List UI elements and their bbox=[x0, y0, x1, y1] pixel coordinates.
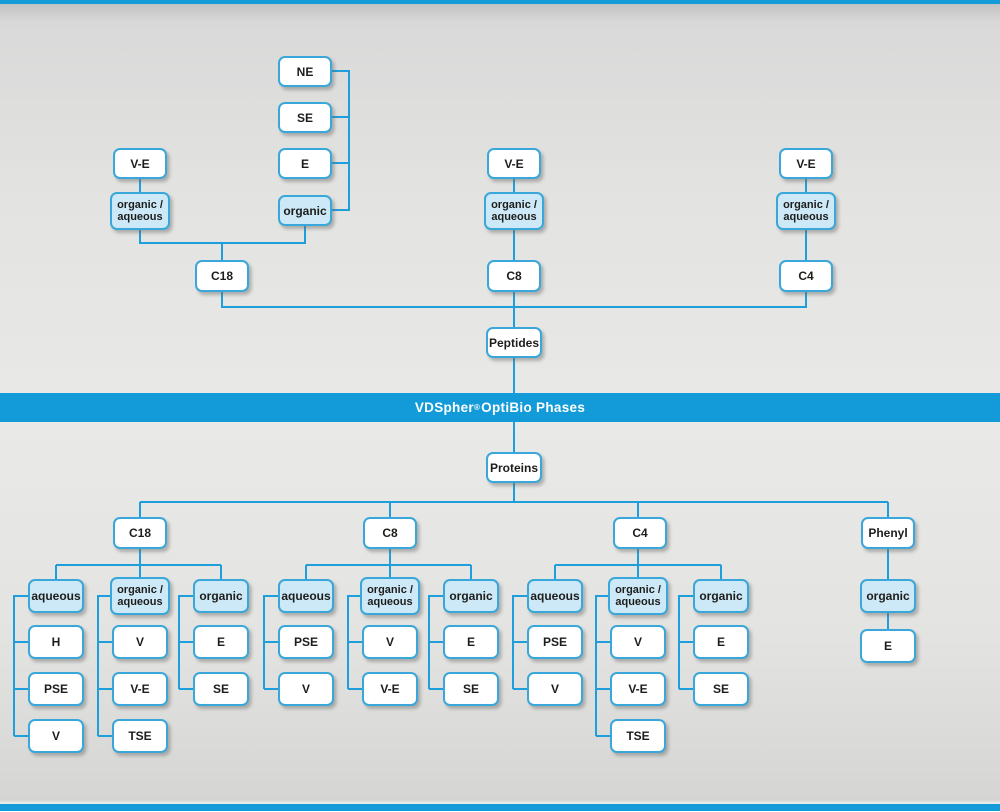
node-c18-orgaq-v: V bbox=[112, 625, 168, 659]
node-peptides-c4-ve: V-E bbox=[779, 148, 833, 179]
node-peptides-c18-organic: organic bbox=[278, 195, 332, 226]
node-peptides-c4: C4 bbox=[779, 260, 833, 292]
banner-suffix: OptiBio Phases bbox=[481, 400, 586, 415]
node-c8-organic-e: E bbox=[443, 625, 499, 659]
node-c8-orgaq-v: V bbox=[362, 625, 418, 659]
node-c18-aqueous-pse: PSE bbox=[28, 672, 84, 706]
node-peptides-root: Peptides bbox=[486, 327, 542, 358]
node-peptides-c8-organic-aqueous: organic / aqueous bbox=[484, 192, 544, 230]
node-c8-aqueous-pse: PSE bbox=[278, 625, 334, 659]
node-c4-orgaq-ve: V-E bbox=[610, 672, 666, 706]
node-c18-orgaq-ve: V-E bbox=[112, 672, 168, 706]
node-c4-aqueous-v: V bbox=[527, 672, 583, 706]
node-phenyl-organic-e: E bbox=[860, 629, 916, 663]
banner-title: VDSpher® OptiBio Phases bbox=[0, 393, 1000, 422]
node-c4-aqueous-pse: PSE bbox=[527, 625, 583, 659]
node-peptides-c8: C8 bbox=[487, 260, 541, 292]
node-peptides-c18-ne: NE bbox=[278, 56, 332, 87]
node-c18-aqueous-v: V bbox=[28, 719, 84, 753]
node-c4-organic-e: E bbox=[693, 625, 749, 659]
node-phenyl-organic: organic bbox=[860, 579, 916, 613]
node-c4-organic: organic bbox=[693, 579, 749, 613]
node-c18-organic-se: SE bbox=[193, 672, 249, 706]
node-proteins-c8: C8 bbox=[363, 517, 417, 549]
node-peptides-c18-ve: V-E bbox=[113, 148, 167, 179]
node-c8-organic: organic bbox=[443, 579, 499, 613]
node-peptides-c18: C18 bbox=[195, 260, 249, 292]
connector-lines-proteins bbox=[13, 421, 889, 737]
node-c8-aqueous: aqueous bbox=[278, 579, 334, 613]
node-proteins-phenyl: Phenyl bbox=[861, 517, 915, 549]
node-c18-organic-e: E bbox=[193, 625, 249, 659]
top-accent-strip bbox=[0, 0, 1000, 4]
node-c18-organic-aqueous: organic / aqueous bbox=[110, 577, 170, 615]
node-proteins-root: Proteins bbox=[486, 452, 542, 483]
node-c18-orgaq-tse: TSE bbox=[112, 719, 168, 753]
node-c18-organic: organic bbox=[193, 579, 249, 613]
node-c8-aqueous-v: V bbox=[278, 672, 334, 706]
node-c4-orgaq-v: V bbox=[610, 625, 666, 659]
node-c8-orgaq-ve: V-E bbox=[362, 672, 418, 706]
node-c4-aqueous: aqueous bbox=[527, 579, 583, 613]
node-peptides-c18-organic-aqueous: organic / aqueous bbox=[110, 192, 170, 230]
node-peptides-c8-ve: V-E bbox=[487, 148, 541, 179]
node-c4-orgaq-tse: TSE bbox=[610, 719, 666, 753]
bottom-accent-strip bbox=[0, 804, 1000, 811]
node-peptides-c18-e: E bbox=[278, 148, 332, 179]
node-peptides-c4-organic-aqueous: organic / aqueous bbox=[776, 192, 836, 230]
node-c18-aqueous: aqueous bbox=[28, 579, 84, 613]
node-proteins-c18: C18 bbox=[113, 517, 167, 549]
connector-lines-peptides bbox=[139, 70, 807, 394]
node-c8-organic-se: SE bbox=[443, 672, 499, 706]
banner-brand: VDSpher bbox=[414, 400, 474, 415]
node-c8-organic-aqueous: organic / aqueous bbox=[360, 577, 420, 615]
node-proteins-c4: C4 bbox=[613, 517, 667, 549]
node-c4-organic-se: SE bbox=[693, 672, 749, 706]
node-c4-organic-aqueous: organic / aqueous bbox=[608, 577, 668, 615]
node-c18-aqueous-h: H bbox=[28, 625, 84, 659]
node-peptides-c18-se: SE bbox=[278, 102, 332, 133]
